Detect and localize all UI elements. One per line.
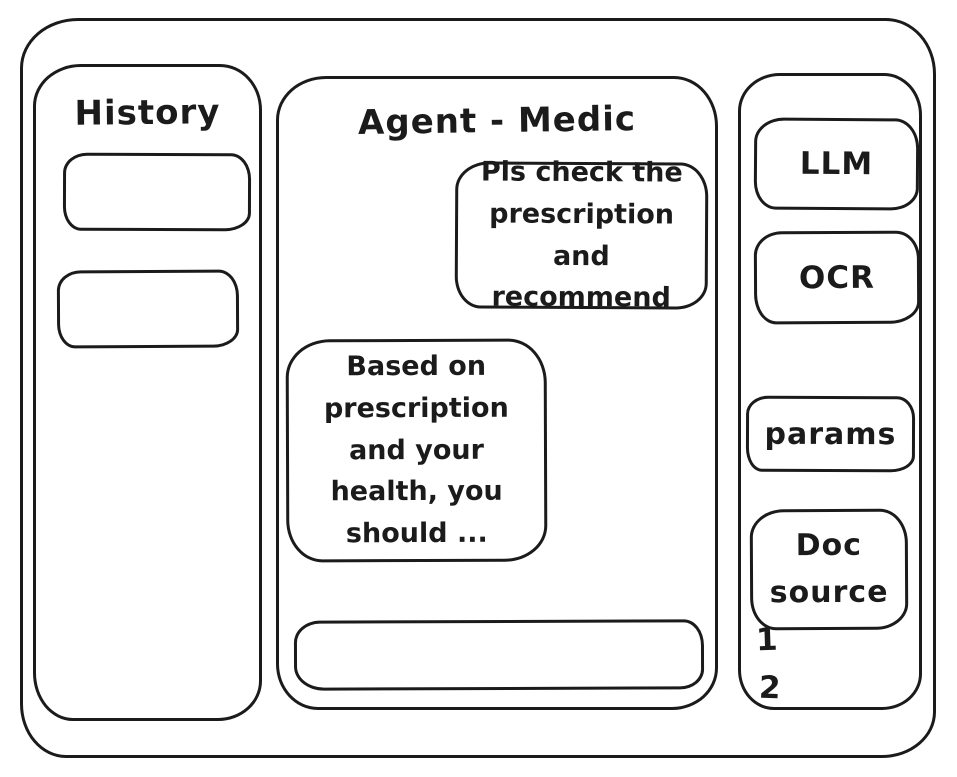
assistant-message-text: Based on prescription and your health, y… bbox=[323, 350, 509, 550]
chat-panel: Agent - Medic Pls check the prescription… bbox=[276, 76, 718, 710]
step-number-1: 1 bbox=[755, 621, 779, 659]
step-number-2: 2 bbox=[758, 669, 782, 707]
ocr-button-label: OCR bbox=[798, 259, 876, 296]
doc-source-button[interactable]: Doc source bbox=[749, 508, 909, 631]
params-button[interactable]: params bbox=[745, 395, 916, 473]
tools-sidebar: LLM OCR params Doc source 1 2 bbox=[738, 73, 922, 710]
ocr-button[interactable]: OCR bbox=[753, 230, 921, 325]
llm-button[interactable]: LLM bbox=[753, 117, 920, 211]
assistant-message-bubble: Based on prescription and your health, y… bbox=[285, 338, 548, 563]
history-item[interactable] bbox=[62, 152, 252, 232]
user-message-text: Pls check the prescription and recommend bbox=[480, 156, 683, 314]
user-message-bubble: Pls check the prescription and recommend bbox=[454, 156, 709, 314]
doc-source-button-label: Doc source bbox=[769, 527, 889, 610]
message-input[interactable] bbox=[293, 619, 705, 691]
chat-title: Agent - Medic bbox=[357, 99, 637, 143]
params-button-label: params bbox=[764, 416, 897, 452]
history-item[interactable] bbox=[56, 269, 240, 349]
history-title: History bbox=[74, 92, 221, 134]
history-sidebar: History bbox=[33, 64, 262, 721]
llm-button-label: LLM bbox=[799, 145, 874, 183]
